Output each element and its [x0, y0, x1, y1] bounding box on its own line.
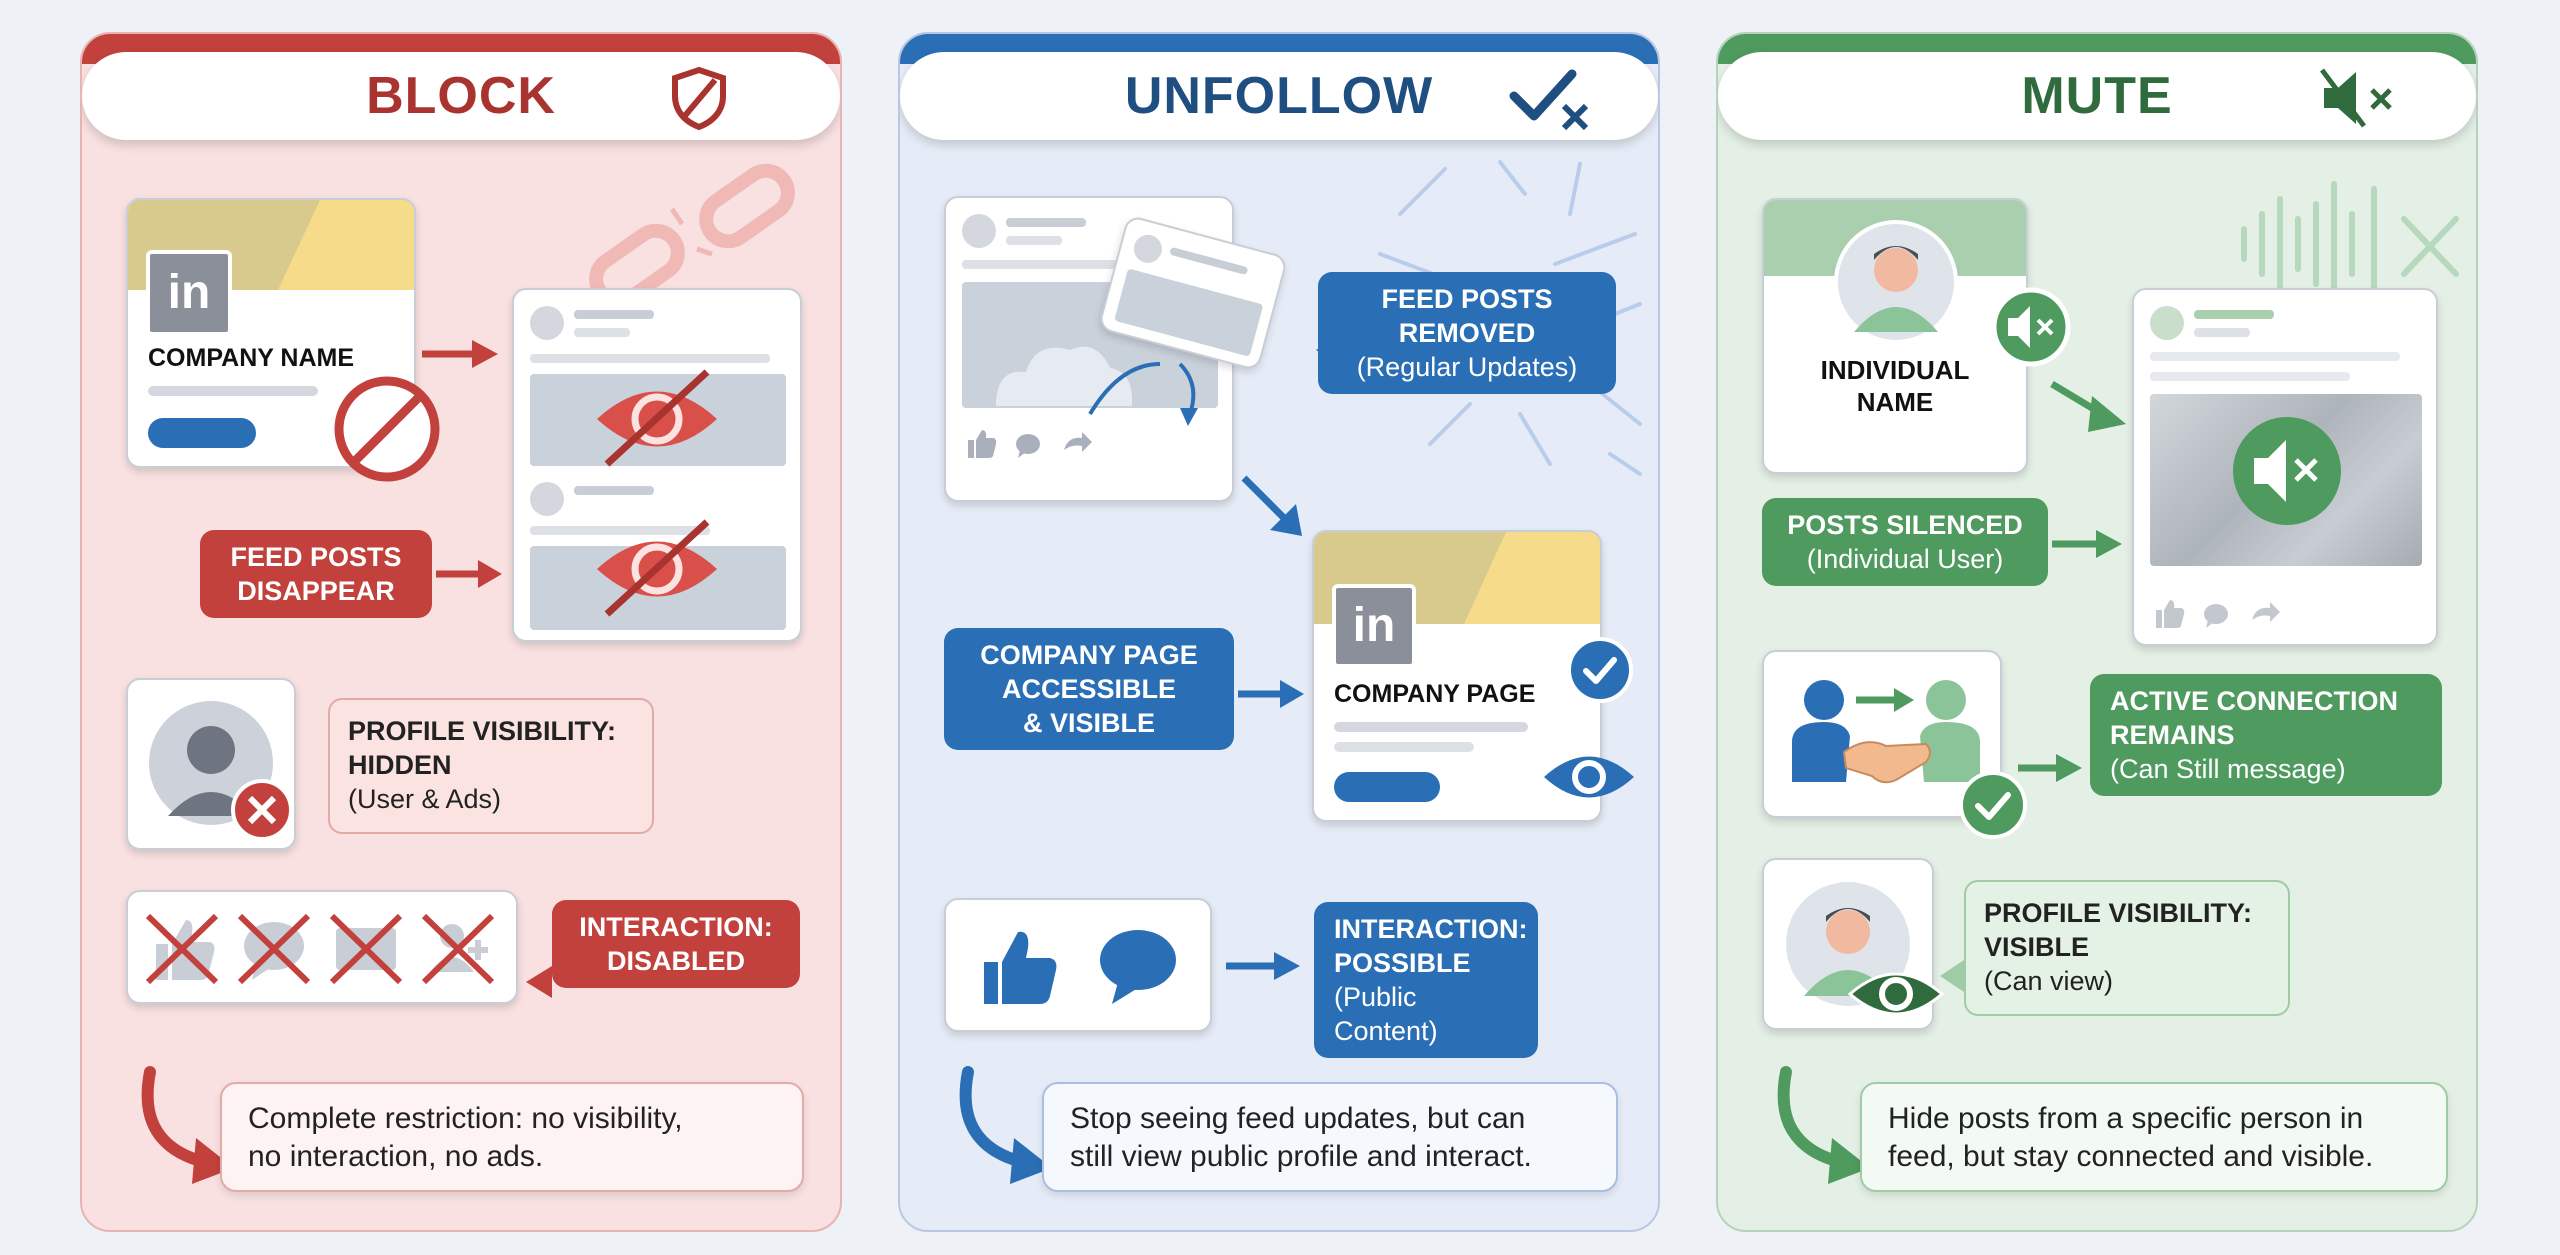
text-placeholder — [574, 328, 630, 337]
mute-header: MUTE — [1718, 52, 2476, 140]
unfollow-title: UNFOLLOW — [1124, 67, 1434, 125]
interaction-disabled-label: INTERACTION: DISABLED — [552, 900, 800, 988]
eye-icon — [1847, 972, 1945, 1016]
unfollow-panel: UNFOLLOW — [898, 32, 1660, 1232]
profile-visibility-hidden-callout: PROFILE VISIBILITY: HIDDEN (User & Ads) — [328, 698, 654, 834]
mute-title: MUTE — [2021, 67, 2173, 125]
arrow-right — [422, 340, 498, 368]
curved-arrow-icon — [1777, 1066, 1870, 1184]
text-placeholder — [2150, 372, 2350, 381]
eye-icon — [1544, 756, 1634, 798]
active-connection-label: ACTIVE CONNECTION REMAINS (Can Still mes… — [2090, 674, 2442, 796]
text-placeholder — [148, 386, 318, 396]
profile-visibility-visible-callout: PROFILE VISIBILITY: VISIBLE (Can view) — [1964, 880, 2290, 1016]
arrow-right — [1238, 680, 1304, 708]
arrow-down-right — [1241, 475, 1302, 536]
shield-icon — [672, 66, 726, 131]
block-panel: BLOCK in COMPANY NAME — [80, 32, 842, 1232]
reaction-icons — [968, 430, 1092, 458]
feed-posts-removed-label: FEED POSTS REMOVED (Regular Updates) — [1318, 272, 1616, 394]
company-page-name: COMPANY PAGE — [1334, 680, 1536, 708]
text-placeholder — [962, 260, 1142, 269]
arrow-right — [2052, 530, 2122, 558]
arrow-right — [436, 560, 502, 588]
check-circle-icon — [1959, 771, 2027, 839]
text-placeholder — [1006, 236, 1062, 245]
text-placeholder — [1334, 722, 1528, 732]
cloud-icon — [996, 346, 1133, 406]
person-avatar — [1834, 220, 1958, 344]
speaker-mute-icon — [2320, 68, 2392, 128]
pointer-triangle — [1940, 960, 1964, 992]
company-name: COMPANY NAME — [148, 344, 355, 372]
comment-icon — [1100, 930, 1176, 1004]
check-x-icon — [1509, 69, 1589, 131]
mute-panel: MUTE IND — [1716, 32, 2478, 1232]
linkedin-logo: in — [146, 250, 232, 336]
arrow-right — [1226, 952, 1300, 980]
block-header: BLOCK — [82, 52, 840, 140]
block-summary: Complete restriction: no visibility, no … — [220, 1082, 804, 1192]
follow-button-placeholder — [1334, 772, 1440, 802]
like-disabled-icon — [145, 913, 219, 985]
eye-slash-icon — [597, 519, 717, 617]
handshake-icon — [1792, 680, 1980, 784]
text-placeholder — [2194, 328, 2250, 337]
interaction-icons-card — [944, 898, 1212, 1032]
arrow-down-right — [2050, 380, 2126, 432]
follow-button-placeholder — [148, 418, 256, 448]
text-placeholder — [574, 310, 654, 319]
unfollow-header: UNFOLLOW — [900, 52, 1658, 140]
linkedin-logo: in — [1332, 584, 1416, 668]
disabled-interactions-card — [126, 890, 518, 1004]
text-placeholder — [1169, 246, 1249, 276]
like-icon — [984, 931, 1057, 1004]
prohibited-icon — [334, 376, 440, 482]
unfollow-summary: Stop seeing feed updates, but can still … — [1042, 1082, 1618, 1192]
avatar-placeholder — [530, 482, 564, 516]
message-disabled-icon — [329, 913, 403, 985]
avatar-placeholder — [2150, 306, 2184, 340]
eye-slash-icon — [597, 369, 717, 467]
close-icon — [231, 779, 293, 841]
text-placeholder — [530, 354, 770, 363]
check-circle-icon — [1567, 637, 1633, 703]
text-placeholder — [1006, 218, 1086, 227]
text-placeholder — [2150, 352, 2400, 361]
block-title: BLOCK — [366, 67, 556, 125]
curved-arrow-icon — [959, 1066, 1052, 1184]
curved-arrow-icon — [141, 1066, 234, 1184]
individual-card: INDIVIDUAL NAME — [1762, 198, 2028, 474]
text-placeholder — [530, 526, 710, 535]
company-page-accessible-label: COMPANY PAGE ACCESSIBLE & VISIBLE — [944, 628, 1234, 750]
avatar-placeholder — [962, 214, 996, 248]
feed-posts-disappear-label: FEED POSTS DISAPPEAR — [200, 530, 432, 618]
avatar-placeholder — [530, 306, 564, 340]
speaker-mute-icon — [1991, 287, 2071, 367]
speaker-mute-icon — [2233, 417, 2341, 525]
text-placeholder — [2194, 310, 2274, 319]
curved-arrow — [1088, 362, 1198, 426]
visible-profile-card — [1762, 858, 1934, 1030]
text-placeholder — [574, 486, 654, 495]
pointer-triangle — [526, 966, 552, 998]
posts-silenced-label: POSTS SILENCED (Individual User) — [1762, 498, 2048, 586]
text-placeholder — [1334, 742, 1474, 752]
add-user-disabled-icon — [421, 913, 495, 985]
interaction-possible-label: INTERACTION: POSSIBLE (Public Content) — [1314, 902, 1538, 1058]
mute-summary: Hide posts from a specific person in fee… — [1860, 1082, 2448, 1192]
reaction-icons — [2156, 600, 2280, 628]
arrow-right — [2018, 754, 2082, 782]
comment-disabled-icon — [237, 913, 311, 985]
avatar-placeholder — [1130, 231, 1166, 266]
sound-wave-muted-icon — [2241, 181, 2459, 307]
connection-card — [1762, 650, 2002, 818]
silenced-feed-card — [2132, 288, 2438, 646]
individual-name: INDIVIDUAL NAME — [1820, 355, 1970, 417]
